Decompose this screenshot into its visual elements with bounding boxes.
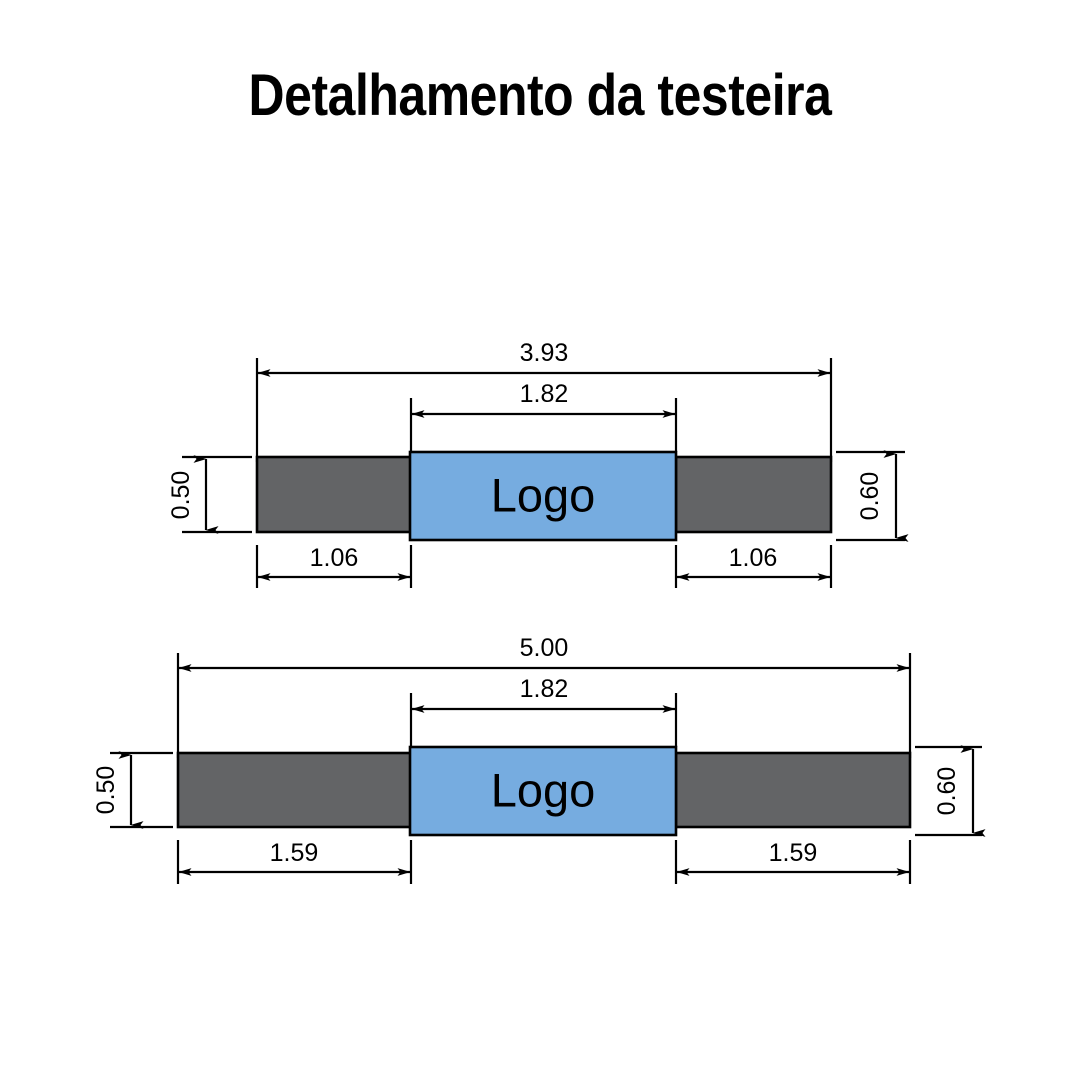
dim-label-bottom-left-segment: 1.59 [270, 839, 319, 867]
logo-label-bottom: Logo [491, 763, 596, 816]
page-title: Detalhamento da testeira [248, 63, 832, 128]
dim-label-bottom-right-segment: 1.59 [769, 839, 818, 867]
dim-label-top-right-segment: 1.06 [729, 544, 778, 572]
gray-panel-right-bottom [674, 751, 912, 829]
dim-label-top-left-segment: 1.06 [310, 544, 359, 572]
dim-label-bottom-right-height: 0.60 [933, 767, 961, 816]
dim-label-top-right-height: 0.60 [856, 472, 884, 521]
dim-label-top-logo: 1.82 [520, 380, 569, 408]
dim-label-top-left-height: 0.50 [167, 471, 195, 520]
gray-panel-left-top [255, 455, 413, 534]
dim-label-top-overall: 3.93 [520, 339, 569, 367]
diagram-bottom: 5.00 1.82 0.50 0.60 Logo [92, 634, 986, 884]
logo-label-top: Logo [491, 468, 596, 521]
logo-block-bottom [408, 745, 678, 837]
gray-panel-left-bottom [176, 751, 413, 829]
logo-block-top [408, 450, 678, 542]
gray-panel-right-top [674, 455, 833, 534]
dim-label-bottom-left-height: 0.50 [92, 766, 120, 815]
dim-label-bottom-overall: 5.00 [520, 634, 569, 662]
diagram-top: 3.93 1.82 0.50 0.60 Logo [167, 339, 909, 588]
dim-label-bottom-logo: 1.82 [520, 675, 569, 703]
